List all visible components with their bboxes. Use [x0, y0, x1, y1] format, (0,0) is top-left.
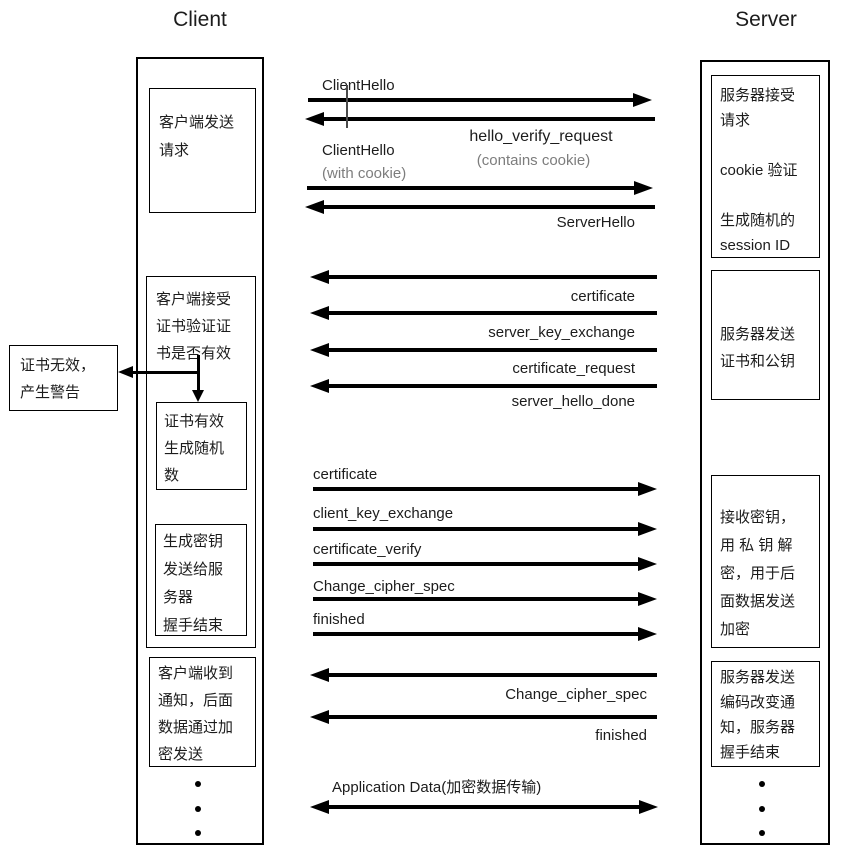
arrow-client-hello-1: [308, 93, 652, 107]
warning-arrowhead-icon: [118, 366, 133, 378]
arrow-finished-s2c: [310, 710, 657, 724]
arrow-change-cipher-spec-c2s: [313, 592, 657, 606]
server-continuation-dot: [759, 806, 765, 812]
label-finished-s2c: finished: [595, 727, 647, 744]
arrow-client-hello-2: [307, 181, 653, 195]
label-server-hello: ServerHello: [556, 214, 635, 231]
arrow-certificate-s2c: [310, 270, 657, 284]
client-box-verify-text: 客户端接受 证书验证证 书是否有效: [156, 291, 232, 362]
label-server-key-exchange: server_key_exchange: [488, 324, 635, 341]
label-certificate-c2s: certificate: [313, 466, 378, 483]
label-client-hello-2: ClientHello: [322, 142, 395, 159]
retransmit-tick-mark: [346, 85, 348, 128]
label-hello-verify-request: hello_verify_request: [469, 128, 613, 145]
server-title: Server: [735, 8, 797, 31]
label-finished-c2s: finished: [313, 611, 365, 628]
server-box-recvkey: 接收密钥， 用 私 钥 解 密，用于后 面数据发送 加密: [711, 475, 820, 648]
arrow-change-cipher-spec-s2c: [310, 668, 657, 682]
client-box-request: 客户端发送 请求: [149, 88, 256, 213]
client-box-cert-valid: 证书有效 生成随机 数: [156, 402, 247, 490]
client-continuation-dot: [195, 806, 201, 812]
label-certificate-request: certificate_request: [512, 360, 635, 377]
arrow-hello-verify-request: [305, 112, 655, 126]
label-server-hello-done: server_hello_done: [511, 393, 635, 410]
arrow-server-hello-done: [310, 379, 657, 393]
arrow-client-key-exchange: [313, 522, 657, 536]
server-box-accept: 服务器接受 请求 cookie 验证 生成随机的 session ID: [711, 75, 820, 258]
server-continuation-dot: [759, 830, 765, 836]
label-application-data: Application Data(加密数据传输): [332, 779, 542, 796]
arrow-certificate-request: [310, 343, 657, 357]
client-continuation-dot: [195, 830, 201, 836]
arrow-finished-c2s: [313, 627, 657, 641]
client-box-genkey: 生成密钥 发送给服 务器 握手结束: [155, 524, 247, 636]
client-title: Client: [173, 8, 227, 31]
client-box-notified: 客户端收到 通知，后面 数据通过加 密发送: [149, 657, 256, 767]
label-with-cookie: (with cookie): [322, 165, 407, 182]
server-box-change: 服务器发送 编码改变通 知，服务器 握手结束: [711, 661, 820, 767]
arrow-certificate-c2s: [313, 482, 657, 496]
label-change-cipher-spec-c2s: Change_cipher_spec: [313, 578, 455, 595]
label-certificate-s2c: certificate: [570, 288, 635, 305]
label-change-cipher-spec-s2c: Change_cipher_spec: [505, 686, 647, 703]
arrow-certificate-verify: [313, 557, 657, 571]
server-continuation-dot: [759, 781, 765, 787]
valid-arrowhead-icon: [192, 390, 204, 402]
arrow-server-key-exchange: [310, 306, 657, 320]
warning-arrow-line: [130, 371, 199, 374]
server-box-sendcert: 服务器发送 证书和公钥: [711, 270, 820, 400]
arrow-application-data: [310, 800, 658, 814]
arrow-server-hello: [305, 200, 655, 214]
label-certificate-verify: certificate_verify: [313, 541, 422, 558]
valid-arrow-line: [197, 355, 200, 391]
label-client-key-exchange: client_key_exchange: [313, 505, 454, 522]
label-contains-cookie: (contains cookie): [476, 152, 591, 169]
warning-box-cert-invalid: 证书无效， 产生警告: [9, 345, 118, 411]
client-continuation-dot: [195, 781, 201, 787]
label-client-hello-1: ClientHello: [322, 77, 395, 94]
